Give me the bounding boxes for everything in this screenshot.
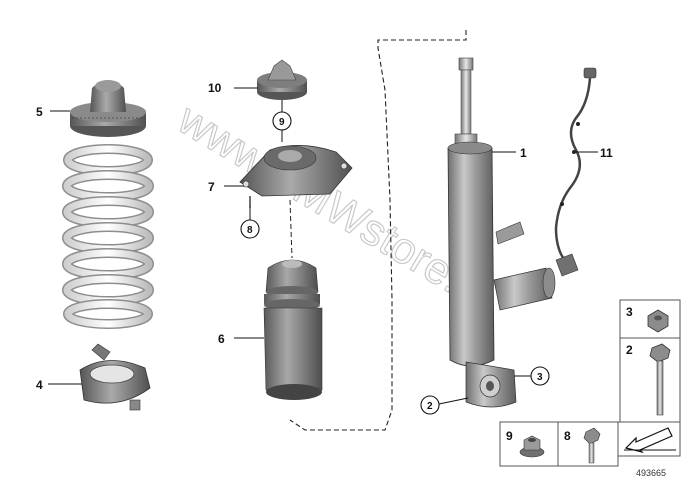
protective-boot-part-6[interactable] [263,259,323,400]
part-label-4: 4 [36,378,43,392]
flange-bolt-icon [583,427,601,464]
callout-label-2: 2 [427,401,433,412]
assembly-dashed-frame [289,30,467,431]
callout-circle-3 [530,366,550,386]
spring-pad-part-5[interactable] [70,80,146,137]
legend-label-9: 9 [506,429,513,443]
callout-label-3: 3 [537,372,543,383]
callout-circle-9 [272,111,292,131]
nut-icon [647,309,669,333]
part-label-7: 7 [208,180,215,194]
legend-label-8: 8 [564,429,571,443]
legend-label-2: 2 [626,343,633,357]
flange-nut-icon [519,435,545,458]
callout-circle-8 [240,219,260,239]
part-label-1: 1 [520,146,527,160]
part-label-10: 10 [208,81,222,95]
legend-box-2[interactable]: 2 [619,337,681,423]
leader-line-2 [438,397,469,405]
part-label-5: 5 [36,105,43,119]
legend-label-3: 3 [626,305,633,319]
legend-box-9[interactable]: 9 [499,421,559,467]
callout-label-8: 8 [247,225,253,236]
part-label-11: 11 [600,146,613,160]
callout-circle-2 [420,395,440,415]
bolt-icon [649,343,671,416]
shock-absorber-part-1[interactable] [447,57,556,408]
top-mount-part-7[interactable] [239,145,353,208]
lower-spring-pad-part-4[interactable] [79,343,151,411]
legend-box-8[interactable]: 8 [557,421,619,467]
part-label-6: 6 [218,332,225,346]
callout-label-9: 9 [279,117,285,128]
protective-cap-part-10[interactable] [257,59,307,100]
coil-spring[interactable] [62,144,154,329]
legend-box-arrow[interactable] [617,421,681,457]
sensor-cable-part-11[interactable] [554,67,597,277]
diagram-number: 493665 [636,468,666,478]
direction-arrow-icon [624,427,673,454]
assembly-dash-7-6 [289,199,293,259]
legend-box-3[interactable]: 3 [619,299,681,339]
